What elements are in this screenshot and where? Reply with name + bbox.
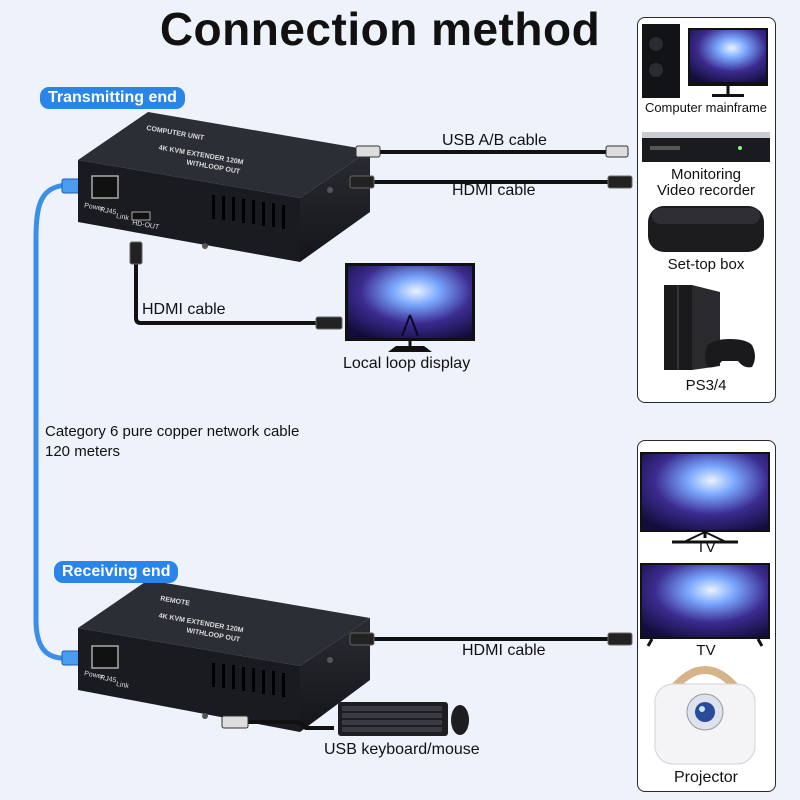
network-cable <box>33 182 71 661</box>
network-cable-label-line2: 120 meters <box>45 443 121 460</box>
local-loop-monitor <box>345 263 475 352</box>
computer-mainframe-label: Computer mainframe <box>644 100 768 115</box>
ps-console-icon <box>664 285 755 370</box>
hdmi-cable-rx-label: HDMI cable <box>462 642 546 659</box>
local-loop-display-label: Local loop display <box>343 355 471 372</box>
ps-label: PS3/4 <box>685 377 727 394</box>
receiver-unit <box>78 580 370 732</box>
settop-box-label: Set-top box <box>667 256 745 273</box>
video-recorder-label-line2: Video recorder <box>656 182 756 199</box>
mouse-icon <box>451 705 469 735</box>
video-recorder-label-line1: Monitoring <box>670 166 742 183</box>
hdmi-cable-loop <box>134 250 320 325</box>
keyboard-icon <box>338 702 448 736</box>
page-title: Connection method <box>159 3 601 55</box>
tv-2-icon <box>640 563 770 647</box>
projector-label: Projector <box>673 769 739 786</box>
video-recorder-icon <box>642 132 770 162</box>
receiving-end-label: Receiving end <box>54 561 179 583</box>
keyboard-mouse-label: USB keyboard/mouse <box>324 741 480 758</box>
tv-2-label: TV <box>696 642 716 659</box>
network-cable-label-line1: Category 6 pure copper network cable <box>45 423 300 440</box>
tv-1-label: TV <box>696 539 716 556</box>
transmitter-unit <box>78 112 370 262</box>
hdmi-cable-loop-label: HDMI cable <box>142 301 226 318</box>
transmitting-end-label: Transmitting end <box>40 87 185 109</box>
settop-box-icon <box>648 206 764 252</box>
usb-keyboard-cable <box>246 720 334 730</box>
usb-ab-cable-label: USB A/B cable <box>442 132 547 149</box>
tv-1-icon <box>640 452 770 544</box>
computer-mainframe-icon <box>642 24 768 98</box>
hdmi-cable-tx-label: HDMI cable <box>452 182 536 199</box>
projector-icon <box>654 666 756 765</box>
